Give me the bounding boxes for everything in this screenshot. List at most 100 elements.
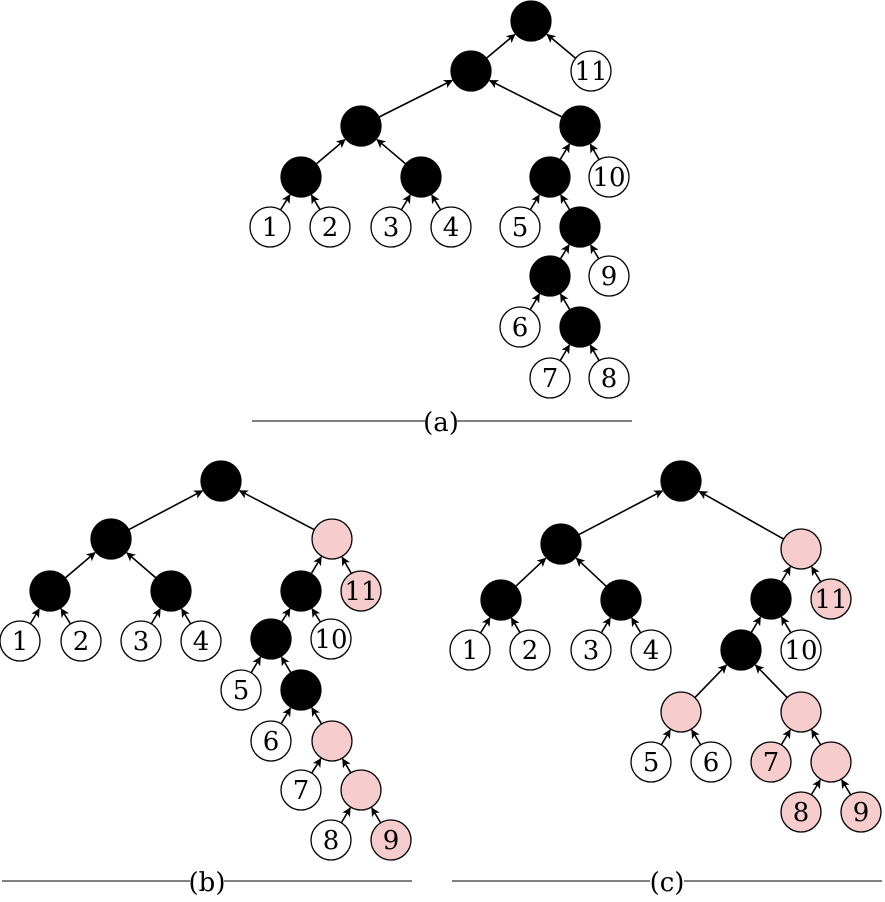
internal-node-a-n5 [400, 156, 442, 198]
edge-b-n8-to-b-n10 [311, 707, 323, 725]
edge-a-l10-to-a-n3 [589, 143, 600, 160]
leaf-label-b-l1: 1 [12, 627, 29, 657]
edge-c-l5-to-c-n8 [660, 729, 671, 746]
edge-a-l4-to-a-n5 [431, 194, 442, 211]
edge-a-l5-to-a-n6 [529, 194, 540, 211]
edge-b-l2-to-b-n4 [60, 608, 72, 625]
edge-b-n5-to-b-n1 [126, 552, 157, 579]
leaf-label-b-l5: 5 [233, 676, 250, 706]
edge-a-l1-to-a-n4 [279, 194, 291, 211]
edge-c-n6-to-c-n3 [780, 566, 791, 583]
leaf-label-c-l9: 9 [853, 798, 870, 828]
edge-b-l5-to-b-n7 [250, 656, 262, 674]
leaf-node-c-l7 [750, 741, 792, 783]
leaf-label-c-l6: 6 [703, 748, 720, 778]
leaf-node-a-l6 [499, 306, 541, 348]
edge-b-n6-to-b-n3 [310, 556, 322, 575]
edge-b-l6-to-b-n10 [280, 707, 292, 725]
leaf-label-c-l2: 2 [522, 636, 539, 666]
leaf-label-b-l4: 4 [193, 627, 210, 657]
edge-c-l4-to-c-n5 [631, 617, 642, 634]
edge-a-l2-to-a-n4 [310, 194, 321, 211]
internal-node-b-n8 [311, 720, 353, 762]
panel-c-caption: (c) [650, 868, 685, 898]
leaf-node-b-l1 [0, 620, 41, 662]
leaf-label-b-l7: 7 [293, 776, 310, 806]
leaf-node-c-l4 [630, 629, 672, 671]
edge-b-l8-to-b-n9 [340, 807, 351, 824]
edge-c-n3-to-c-root [698, 490, 784, 540]
internal-node-a-root [510, 0, 552, 42]
edge-c-n10-to-c-n9 [811, 729, 822, 746]
panel-a-caption-group: (a) [252, 408, 632, 438]
leaf-node-a-l10 [588, 156, 630, 198]
edge-b-n3-to-b-root [238, 489, 315, 531]
edge-c-n7-to-c-n6 [750, 616, 762, 634]
leaf-label-a-l10: 10 [592, 163, 625, 193]
leaf-label-c-l11: 11 [814, 585, 847, 615]
edge-b-n4-to-b-n1 [64, 551, 96, 579]
leaf-node-b-l10 [310, 618, 352, 660]
leaf-label-a-l8: 8 [601, 364, 618, 394]
leaf-label-a-l4: 4 [443, 213, 460, 243]
leaf-node-b-l7 [280, 769, 322, 811]
leaf-node-c-l9 [840, 791, 882, 833]
internal-node-b-n7 [250, 618, 292, 660]
edge-a-n7-to-a-n6 [560, 194, 571, 211]
panel-b-caption-group: (b) [2, 868, 412, 898]
internal-node-b-n4 [29, 570, 71, 612]
edge-a-l3-to-a-n5 [400, 194, 411, 211]
leaf-node-a-l1 [249, 206, 291, 248]
leaf-node-b-l4 [180, 620, 222, 662]
edge-a-n1-to-a-root [485, 33, 516, 59]
internal-node-b-n6 [280, 570, 322, 612]
leaf-label-c-l4: 4 [643, 636, 660, 666]
leaf-label-b-l3: 3 [133, 627, 150, 657]
internal-node-a-n9 [559, 306, 601, 348]
leaf-node-b-l6 [250, 720, 292, 762]
edge-c-n5-to-c-n1 [575, 557, 607, 587]
leaf-node-a-l9 [588, 255, 630, 297]
leaf-node-b-l9 [370, 819, 412, 861]
leaf-label-a-l11: 11 [574, 57, 607, 87]
edge-a-n2-to-a-n1 [378, 79, 454, 118]
edge-a-l11-to-a-root [546, 33, 577, 59]
edge-a-n3-to-a-n1 [488, 79, 563, 118]
internal-node-c-n8 [660, 691, 702, 733]
edge-c-l2-to-c-n4 [510, 617, 521, 634]
leaf-label-c-l8: 8 [793, 798, 810, 828]
leaf-node-c-l2 [509, 629, 551, 671]
internal-node-a-n7 [559, 206, 601, 248]
edge-c-n8-to-c-n7 [694, 664, 728, 699]
leaf-node-c-l10 [780, 629, 822, 671]
internal-node-a-n4 [280, 156, 322, 198]
edge-c-l1-to-c-n4 [479, 617, 491, 634]
internal-node-b-n10 [280, 669, 322, 711]
internal-node-c-n3 [780, 528, 822, 570]
leaf-node-c-l5 [630, 741, 672, 783]
leaf-label-c-l10: 10 [784, 636, 817, 666]
edge-b-n1-to-b-root [128, 490, 204, 531]
leaf-label-c-l5: 5 [643, 748, 660, 778]
leaf-node-c-l1 [449, 629, 491, 671]
edge-c-n1-to-c-root [578, 490, 664, 536]
edge-a-l7-to-a-n9 [559, 344, 571, 362]
leaf-label-a-l7: 7 [542, 364, 559, 394]
edge-a-l6-to-a-n8 [529, 293, 541, 311]
edge-a-l9-to-a-n7 [590, 244, 600, 260]
leaf-label-c-l1: 1 [462, 636, 479, 666]
edge-a-n5-to-a-n2 [376, 138, 407, 165]
leaf-node-b-l2 [60, 620, 102, 662]
internal-node-c-root [660, 460, 702, 502]
edge-b-n9-to-b-n8 [342, 758, 352, 774]
leaf-node-b-l8 [310, 819, 352, 861]
internal-node-c-n10 [810, 741, 852, 783]
edge-c-l10-to-c-n6 [780, 616, 792, 634]
edge-b-l10-to-b-n6 [311, 608, 322, 623]
leaf-node-a-l4 [430, 206, 472, 248]
leaf-node-c-l11 [810, 578, 852, 620]
edge-c-n9-to-c-n7 [754, 664, 788, 699]
internal-node-b-n3 [311, 518, 353, 560]
